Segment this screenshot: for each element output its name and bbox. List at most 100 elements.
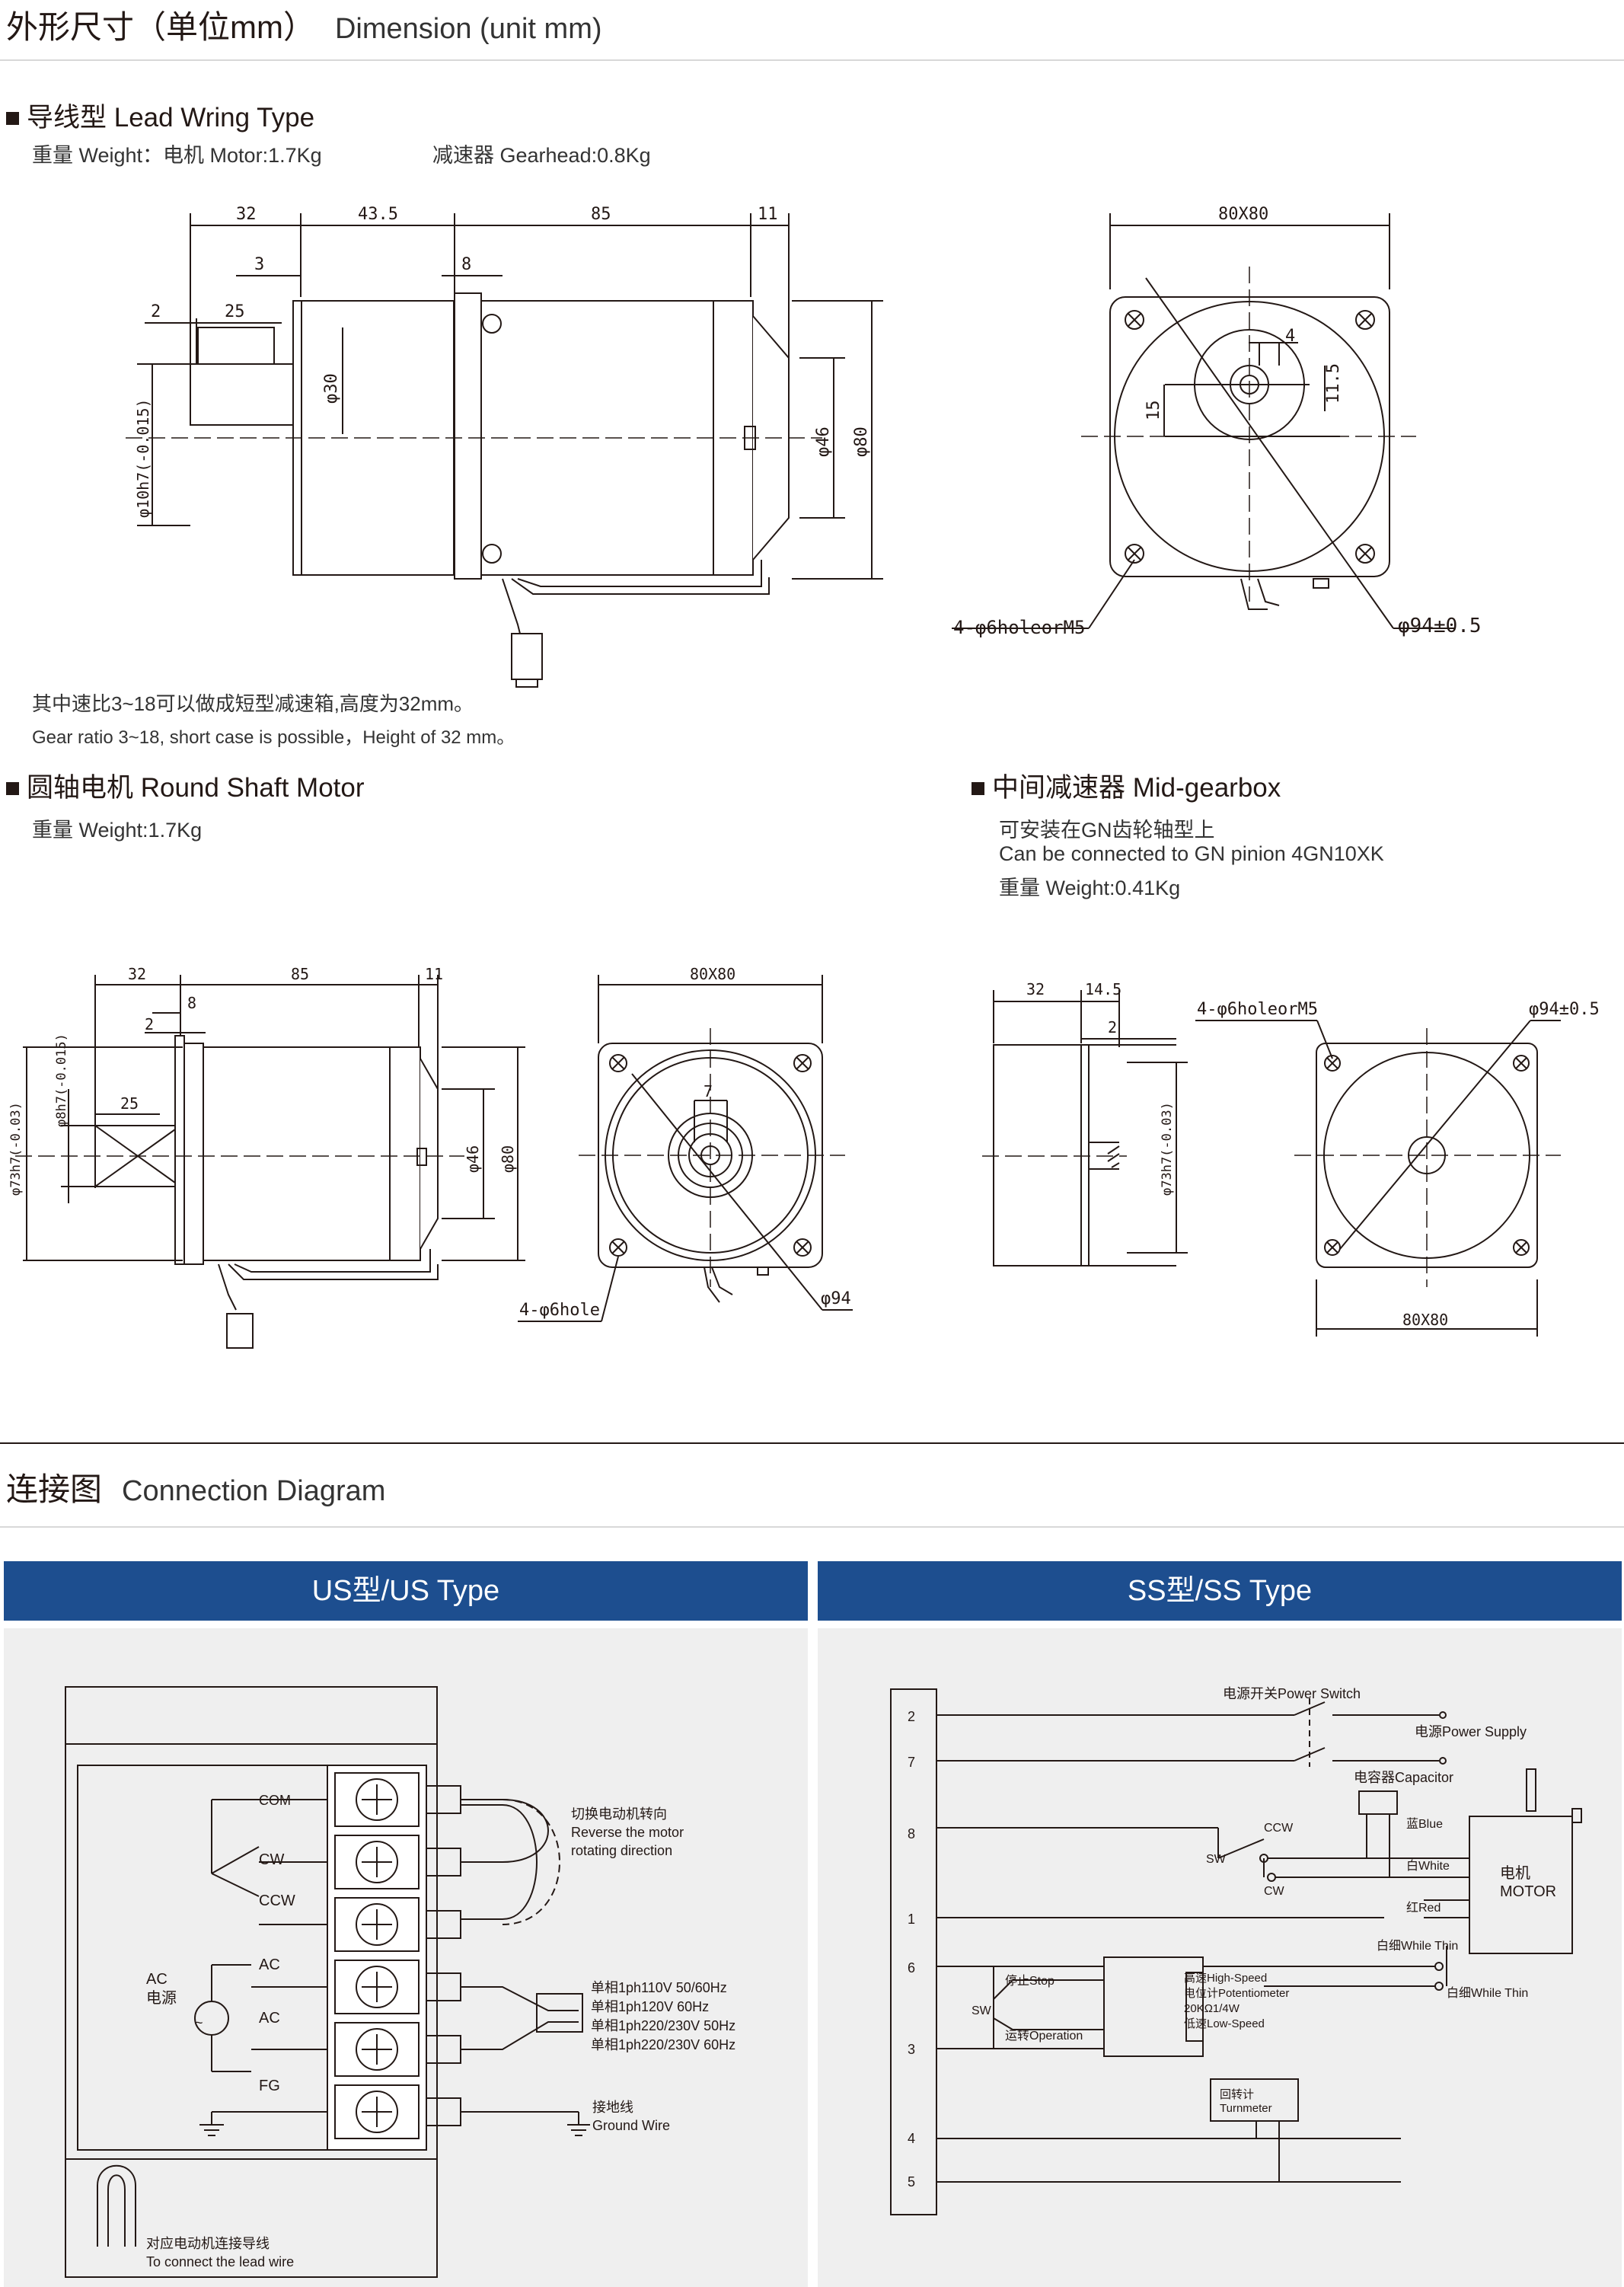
mg-dim-32: 32 [1026, 980, 1045, 998]
ss-terminal-4: 4 [908, 2131, 915, 2146]
rs-dim-flange: φ73h7(-0.03) [8, 1102, 24, 1196]
bullet-square-icon [6, 112, 19, 125]
us-power-4: 单相1ph220/230V 60Hz [591, 2037, 735, 2052]
us-ac1: AC [259, 1956, 280, 1973]
us-ac-label2: 电源 [146, 1989, 177, 2007]
lead-wiring-note-cn: 其中速比3~18可以做成短型减速箱,高度为32mm。 [32, 692, 474, 715]
round-shaft-weight: 重量 Weight:1.7Kg [32, 819, 203, 842]
mg-front-dia: φ94±0.5 [1529, 1000, 1600, 1019]
dim-8: 8 [461, 255, 471, 274]
dim-46: φ46 [814, 426, 833, 457]
ss-operation: 运转Operation [1005, 2029, 1083, 2043]
ss-motor-en: MOTOR [1500, 1883, 1556, 1900]
dim-85: 85 [591, 205, 611, 224]
ss-sw: SW [1206, 1853, 1227, 1866]
connection-title: 连接图 Connection Diagram [6, 1464, 385, 1510]
front-size: 80X80 [1218, 205, 1268, 224]
ss-power-supply: 电源Power Supply [1415, 1724, 1527, 1739]
front-dia: φ94±0.5 [1398, 615, 1482, 637]
us-type-band: US型/US Type [4, 1561, 808, 1621]
bullet-square-icon [972, 782, 984, 795]
page-title-en: Dimension (unit mm) [334, 13, 602, 45]
rs-front-holes: 4-φ6hole [519, 1301, 600, 1320]
front-dim-11-5: 11.5 [1324, 363, 1343, 404]
lead-wiring-title: 导线型 Lead Wring Type [6, 96, 314, 135]
rs-dim-85: 85 [291, 965, 309, 983]
ss-terminal-5: 5 [908, 2174, 915, 2190]
rs-front-dia: φ94 [821, 1289, 851, 1308]
rs-dim-25: 25 [120, 1094, 139, 1113]
us-ac-label: AC [146, 1971, 168, 1988]
ss-white-thin-1: 白细While Thin [1377, 1939, 1458, 1953]
ss-terminal-7: 7 [908, 1755, 915, 1770]
page-title-cn: 外形尺寸（单位mm） [6, 9, 315, 45]
rs-dim-shaft: φ8h7(-0.015) [54, 1033, 69, 1127]
ss-turnmeter-en: Turnmeter [1220, 2102, 1272, 2115]
ss-motor-cn: 电机 [1500, 1864, 1530, 1882]
us-ccw: CCW [259, 1893, 295, 1909]
ss-pot-val: 20KΩ1/4W [1184, 2002, 1240, 2015]
front-dim-15: 15 [1144, 401, 1163, 421]
mid-gearbox-title: 中间减速器 Mid-gearbox [972, 766, 1281, 805]
lead-wiring-weight-motor: 重量 Weight：电机 Motor:1.7Kg [32, 144, 322, 167]
ss-terminal-6: 6 [908, 1960, 915, 1976]
us-power-1: 单相1ph110V 50/60Hz [591, 1980, 727, 1995]
dim-30: φ30 [322, 373, 341, 404]
round-shaft-title: 圆轴电机 Round Shaft Motor [6, 766, 365, 805]
ss-terminal-3: 3 [908, 2042, 915, 2057]
lead-wiring-weight-gear: 减速器 Gearhead:0.8Kg [432, 144, 651, 167]
connection-title-divider [0, 1526, 1624, 1528]
ss-type-panel [818, 1628, 1622, 2287]
ss-type-band: SS型/SS Type [818, 1561, 1622, 1621]
mg-dim-14-5: 14.5 [1085, 980, 1121, 998]
ss-white-thin-2: 白细While Thin [1447, 1986, 1528, 2000]
ss-capacitor: 电容器Capacitor [1354, 1770, 1453, 1785]
dim-2: 2 [151, 302, 161, 321]
mg-dim-flange: φ73h7(-0.03) [1160, 1102, 1175, 1196]
us-ground-en: Ground Wire [592, 2118, 670, 2133]
header-divider [0, 59, 1624, 61]
connection-title-en: Connection Diagram [122, 1475, 386, 1507]
ss-cw: CW [1264, 1885, 1285, 1898]
ss-white: 白White [1406, 1859, 1450, 1873]
ss-blue: 蓝Blue [1406, 1817, 1443, 1831]
mid-gearbox-line2: Can be connected to GN pinion 4GN10XK [999, 842, 1384, 865]
page-title: 外形尺寸（单位mm） Dimension (unit mm) [6, 2, 602, 48]
us-cw: CW [259, 1851, 284, 1868]
lead-wiring-title-text: 导线型 Lead Wring Type [27, 103, 315, 133]
ss-stop: 停止Stop [1005, 1974, 1054, 1988]
us-reverse-en1: Reverse the motor [571, 1825, 684, 1840]
ss-terminal-1: 1 [908, 1912, 915, 1927]
round-shaft-title-text: 圆轴电机 Round Shaft Motor [27, 773, 365, 803]
dim-shaft: φ10h7(-0.015) [134, 398, 152, 518]
dim-43-5: 43.5 [358, 205, 398, 224]
mg-front-size: 80X80 [1402, 1311, 1448, 1329]
connection-title-cn: 连接图 [6, 1471, 103, 1507]
us-power-3: 单相1ph220/230V 50Hz [591, 2018, 735, 2033]
front-dim-4: 4 [1285, 327, 1295, 346]
rs-front-7: 7 [704, 1082, 713, 1100]
connection-divider [0, 1442, 1624, 1444]
us-lead-cn: 对应电动机连接导线 [146, 2236, 270, 2251]
ss-terminal-8: 8 [908, 1826, 915, 1841]
dim-25: 25 [225, 302, 245, 321]
us-com: COM [259, 1793, 291, 1808]
ss-ccw: CCW [1264, 1822, 1294, 1835]
us-lead-en: To connect the lead wire [146, 2254, 294, 2269]
us-reverse-en2: rotating direction [571, 1843, 672, 1858]
mid-gearbox-line1: 可安装在GN齿轮轴型上 [999, 819, 1215, 842]
mid-gearbox-weight: 重量 Weight:0.41Kg [999, 877, 1181, 899]
rs-dim-2: 2 [145, 1015, 154, 1033]
ss-high: 高速High-Speed [1184, 1972, 1267, 1985]
dim-3: 3 [254, 255, 264, 274]
mg-front-holes: 4-φ6holeorM5 [1197, 1000, 1318, 1019]
us-ground-cn: 接地线 [592, 2100, 633, 2115]
dim-80: φ80 [852, 426, 871, 457]
mg-dim-2: 2 [1108, 1018, 1117, 1036]
dim-32: 32 [236, 205, 257, 224]
